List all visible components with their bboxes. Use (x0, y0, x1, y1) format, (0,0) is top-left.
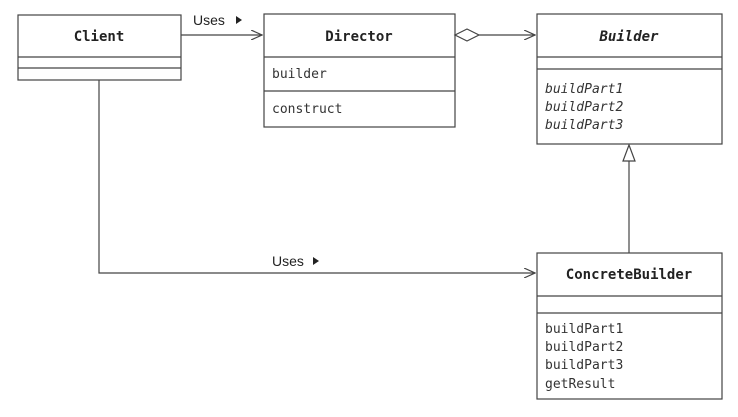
builder-method-buildpart2: buildPart2 (545, 100, 623, 115)
concrete-builder-method-buildpart2: buildPart2 (545, 340, 623, 355)
client-class[interactable]: Client (17, 14, 182, 81)
concrete-builder-class[interactable]: ConcreteBuilder buildPart1 buildPart2 bu… (536, 252, 723, 400)
builder-method-buildpart1: buildPart1 (545, 82, 623, 97)
aggregation-diamond-icon (453, 28, 481, 42)
builder-box (536, 13, 723, 145)
director-class[interactable]: Director builder construct (263, 13, 456, 128)
concrete-builder-method-buildpart3: buildPart3 (545, 358, 623, 373)
concrete-builder-box (536, 252, 723, 400)
client-concrete-builder-uses-label: Uses (272, 253, 304, 269)
client-title: Client (74, 29, 125, 45)
builder-class[interactable]: Builder buildPart1 buildPart2 buildPart3 (536, 13, 723, 145)
builder-title: Builder (598, 29, 659, 45)
client-box (17, 14, 182, 81)
uses-direction-triangle-icon (313, 257, 319, 265)
concrete-builder-method-getresult: getResult (545, 377, 615, 392)
inheritance-triangle-icon (622, 143, 636, 162)
director-method-construct: construct (272, 102, 342, 117)
concrete-builder-method-buildpart1: buildPart1 (545, 322, 623, 337)
client-director-uses-label: Uses (193, 12, 225, 28)
director-box (263, 13, 456, 128)
builder-method-buildpart3: buildPart3 (545, 118, 623, 133)
uses-direction-triangle-icon (236, 16, 242, 24)
client-concrete-builder-association (98, 80, 535, 273)
director-attribute-builder: builder (272, 67, 327, 82)
director-title: Director (325, 29, 392, 45)
concrete-builder-title: ConcreteBuilder (566, 267, 692, 283)
